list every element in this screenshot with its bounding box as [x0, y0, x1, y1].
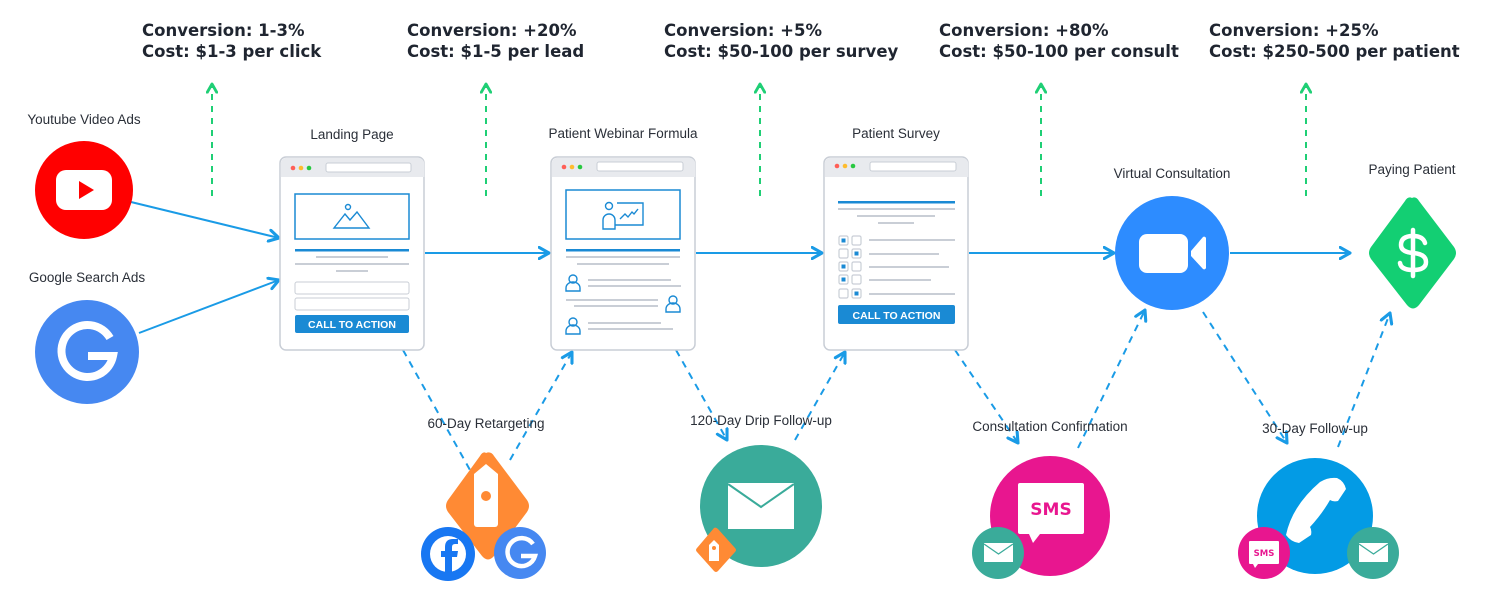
- tag-icon: [474, 464, 498, 527]
- flow-arrow: [130, 201, 279, 238]
- stat-block-consult: Conversion: +80% Cost: $50-100 per consu…: [939, 20, 1179, 62]
- followup-arrow: [402, 349, 471, 471]
- followup-arrows: [402, 310, 1390, 471]
- drip-followup-node: [696, 445, 822, 572]
- cost-value: Cost: $1-5 per lead: [407, 42, 585, 61]
- tag-icon: [696, 527, 736, 572]
- presentation-frame: [565, 189, 681, 240]
- facebook-icon: [421, 527, 475, 581]
- cost-value: Cost: $50-100 per survey: [664, 42, 899, 61]
- landing-page-window: CALL TO ACTION: [279, 156, 425, 351]
- webinar-label: Patient Webinar Formula: [548, 126, 698, 141]
- cost-value: Cost: $250-500 per patient: [1209, 42, 1460, 61]
- sms-icon: SMS: [1238, 527, 1290, 579]
- user-icon: [565, 317, 581, 335]
- call-to-action-text: CALL TO ACTION: [853, 310, 941, 322]
- user-icon: [665, 295, 681, 313]
- sms-icon: SMS: [1018, 483, 1084, 543]
- consultation-confirmation-label: Consultation Confirmation: [972, 419, 1128, 434]
- stat-block-survey: Conversion: +5% Cost: $50-100 per survey: [664, 20, 898, 62]
- followup-arrow: [954, 349, 1018, 443]
- followup-arrow: [1337, 313, 1390, 448]
- virtual-consultation-label: Virtual Consultation: [1113, 166, 1231, 181]
- sms-badge-text: SMS: [1254, 549, 1275, 559]
- landing-page-label: Landing Page: [310, 127, 394, 142]
- survey-label: Patient Survey: [852, 126, 940, 141]
- google-ads-label: Google Search Ads: [28, 270, 146, 285]
- user-icon: [565, 274, 581, 292]
- survey-window: CALL TO ACTION: [823, 156, 969, 351]
- youtube-icon: [56, 170, 112, 210]
- followup-arrow: [675, 349, 727, 440]
- stat-block-click: Conversion: 1-3% Cost: $1-3 per click: [142, 20, 321, 62]
- stat-block-lead: Conversion: +20% Cost: $1-5 per lead: [407, 20, 584, 62]
- survey-checkboxes: [838, 235, 862, 299]
- call-to-action-button: [295, 315, 409, 333]
- conversion-rate: Conversion: +5%: [664, 21, 823, 40]
- stat-block-patient: Conversion: +25% Cost: $250-500 per pati…: [1209, 20, 1460, 62]
- envelope-icon: [972, 527, 1024, 579]
- dollar-icon: [1397, 227, 1429, 279]
- paying-patient-node: [1369, 197, 1456, 309]
- youtube-ads-label: Youtube Video Ads: [27, 112, 141, 127]
- sms-badge-text: SMS: [1030, 500, 1071, 520]
- google-icon: [494, 527, 546, 579]
- google-icon: [57, 321, 118, 381]
- phone-icon: [1286, 477, 1346, 543]
- google-source: [35, 300, 139, 404]
- form-field: [294, 297, 410, 311]
- video-camera-icon: [1139, 234, 1206, 273]
- virtual-consultation-node: [1115, 196, 1229, 310]
- followup-arrow: [509, 352, 572, 461]
- conversion-rate: Conversion: +20%: [407, 21, 577, 40]
- google-icon-circle: [35, 300, 139, 404]
- youtube-source: [35, 141, 133, 239]
- conversion-rate: Conversion: 1-3%: [142, 21, 305, 40]
- call-to-action-text: CALL TO ACTION: [308, 319, 396, 331]
- envelope-icon: [1347, 527, 1399, 579]
- envelope-icon: [727, 483, 795, 529]
- flow-arrow: [138, 280, 279, 334]
- main-flow-arrows: [130, 201, 1350, 334]
- cost-value: Cost: $50-100 per consult: [939, 42, 1179, 61]
- thirty-day-followup-node: SMS: [1238, 458, 1399, 579]
- webinar-window: [550, 156, 696, 351]
- followup-arrow: [794, 352, 845, 441]
- presenter-chart-icon: [602, 201, 644, 230]
- consultation-confirmation-node: SMS: [972, 456, 1110, 579]
- retargeting-node: [421, 452, 546, 581]
- drip-followup-label: 120-Day Drip Follow-up: [690, 413, 832, 428]
- conversion-rate: Conversion: +25%: [1209, 21, 1379, 40]
- call-to-action-button: [838, 305, 955, 324]
- mountain-image-icon: [332, 203, 371, 229]
- thirty-day-followup-label: 30-Day Follow-up: [1262, 421, 1368, 436]
- conversion-rate: Conversion: +80%: [939, 21, 1109, 40]
- form-field: [294, 281, 410, 295]
- cost-value: Cost: $1-3 per click: [142, 42, 322, 61]
- paying-patient-label: Paying Patient: [1368, 162, 1456, 177]
- retargeting-label: 60-Day Retargeting: [427, 416, 545, 431]
- hero-image-frame: [294, 193, 410, 240]
